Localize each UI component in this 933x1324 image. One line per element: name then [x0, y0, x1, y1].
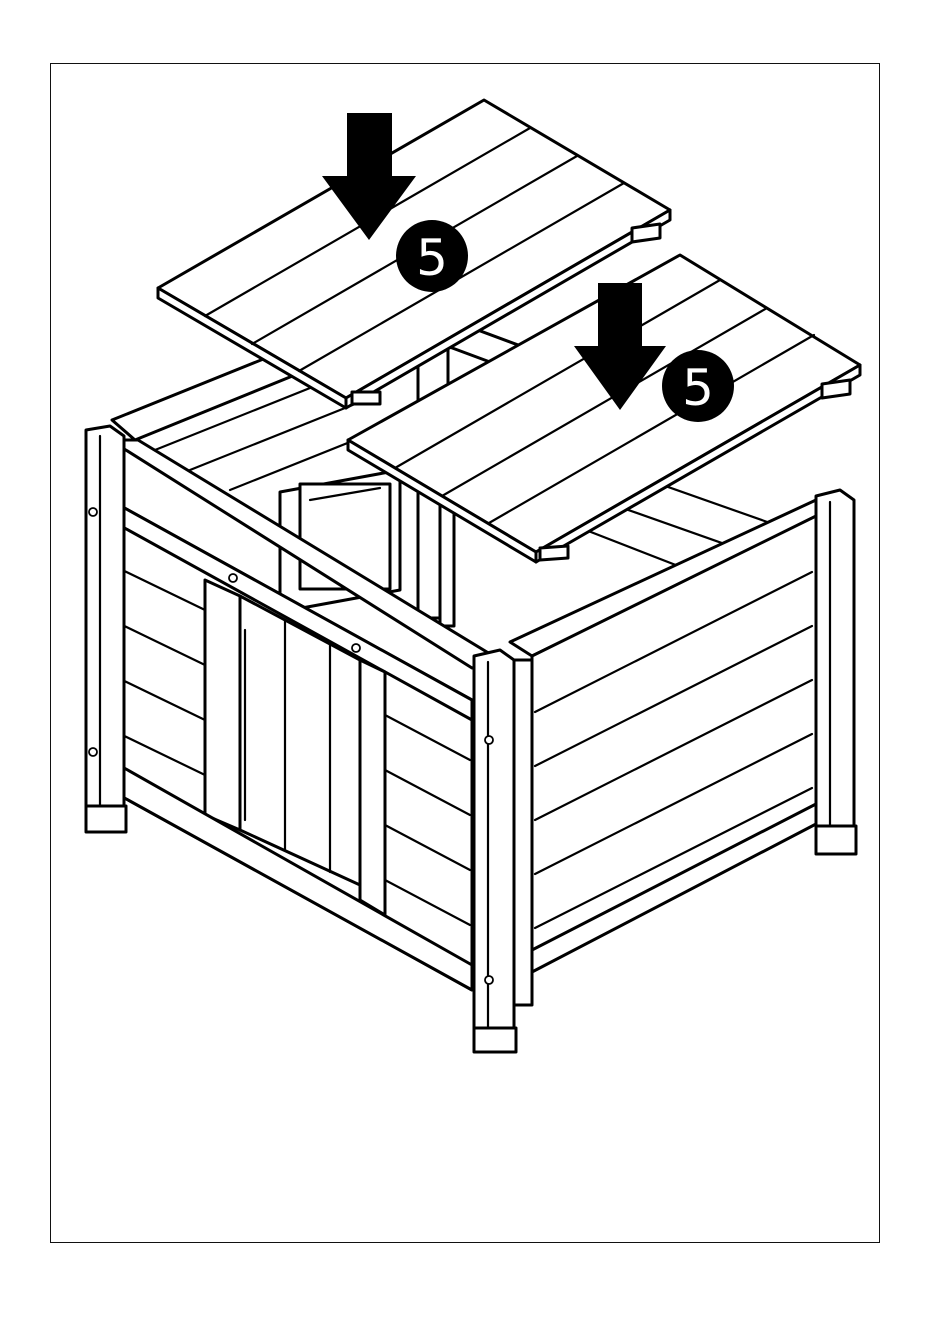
step-badge-label: 5: [682, 359, 714, 417]
step-badge-1: 5: [396, 220, 468, 292]
front-right-wall: [510, 500, 840, 972]
step-badge-2: 5: [662, 350, 734, 422]
step-badge-label: 5: [416, 229, 448, 287]
